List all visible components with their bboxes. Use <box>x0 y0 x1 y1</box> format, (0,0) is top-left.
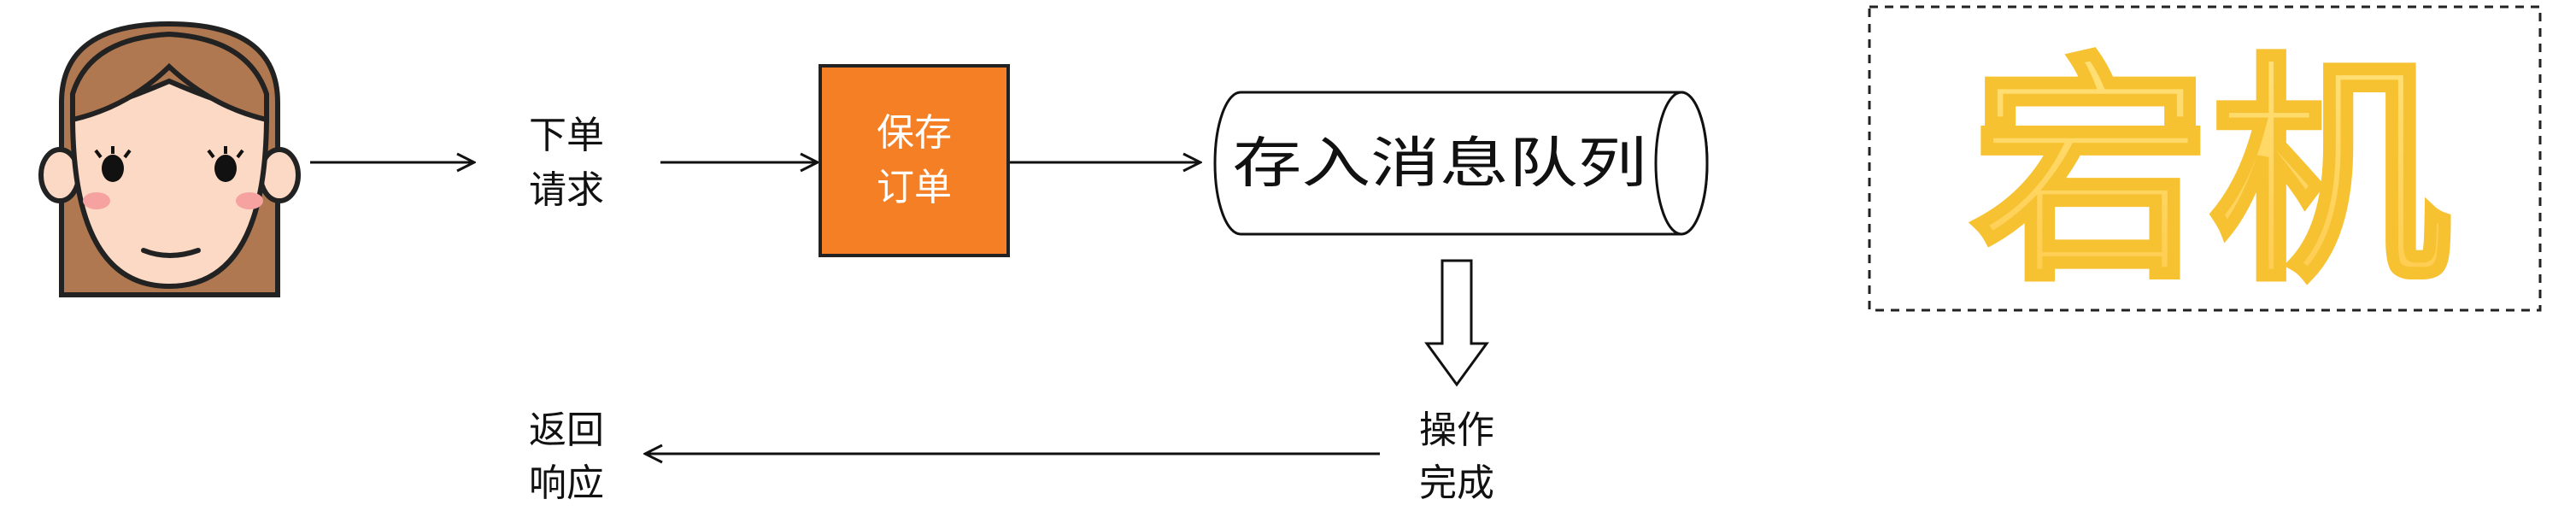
order-request-line-2: 请求 <box>529 168 604 212</box>
order-request-line-1: 下单 <box>529 114 604 157</box>
downtime-label: 宕机 <box>1971 35 2450 314</box>
return-response-line-2: 响应 <box>529 461 604 505</box>
return-response-label: 返回 响应 <box>529 408 604 505</box>
save-order-line-2: 订单 <box>877 166 952 209</box>
return-response-line-1: 返回 <box>529 408 604 452</box>
girl-avatar-icon <box>38 21 301 297</box>
order-request-label: 下单 请求 <box>529 114 604 212</box>
hollow-down-arrow <box>1424 259 1489 387</box>
operation-done-line-1: 操作 <box>1419 408 1494 452</box>
operation-done-label: 操作 完成 <box>1419 408 1494 505</box>
message-queue-label: 存入消息队列 <box>1233 132 1647 196</box>
save-order-line-1: 保存 <box>877 111 952 155</box>
operation-done-line-2: 完成 <box>1419 461 1494 505</box>
downtime-panel: 宕机 <box>1868 5 2542 316</box>
save-order-box: 保存 订单 <box>819 64 1010 257</box>
message-queue-cylinder: 存入消息队列 <box>1213 91 1709 236</box>
